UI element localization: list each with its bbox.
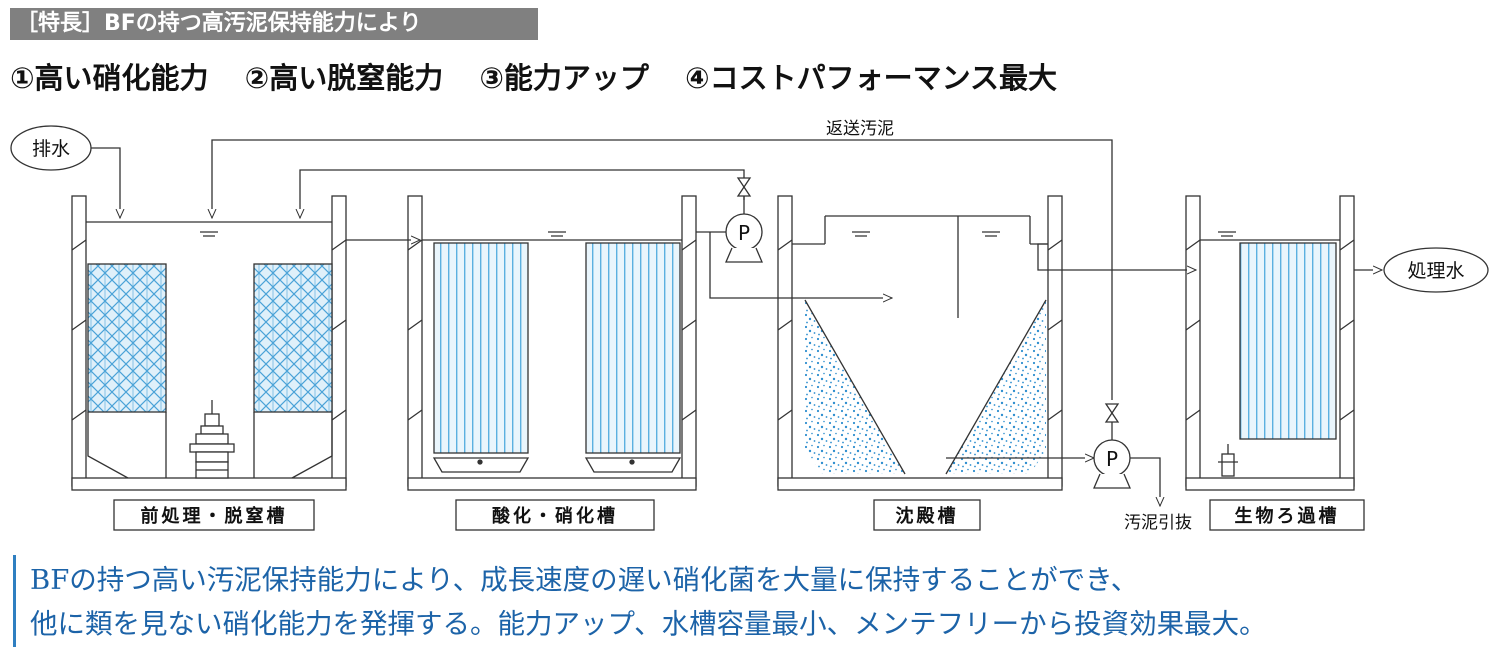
tank-label-box	[455, 499, 655, 531]
outlet-bubble	[1383, 247, 1489, 293]
diffuser	[432, 457, 530, 473]
pump-icon	[1093, 403, 1131, 489]
clear-water-pipe	[1037, 243, 1196, 270]
tank-label: 沈殿槽	[896, 505, 959, 527]
oxidation-tank	[407, 195, 697, 491]
pretreatment-tank	[71, 195, 347, 491]
tank-label: 酸化・硝化槽	[492, 505, 618, 527]
tank-label-box	[873, 499, 981, 531]
recirculation-pipe	[300, 169, 745, 218]
settling-tank	[777, 195, 1063, 491]
inlet-pipe	[90, 147, 120, 218]
tank-label: 前処理・脱窒槽	[141, 505, 288, 527]
inlet-label: 排水	[32, 138, 70, 160]
description: BFの持つ高い汚泥保持能力により、成長速度の遅い硝化菌を大量に保持することができ…	[30, 558, 1490, 646]
diffuser	[584, 457, 682, 473]
sludge-withdrawal-label: 汚泥引抜	[1124, 513, 1192, 533]
feature-list: ①高い硝化能力 ②高い脱窒能力 ③能力アップ ④コストパフォーマンス最大	[10, 58, 1083, 98]
feature-item: ④コストパフォーマンス最大	[685, 61, 1057, 95]
bf-media-block	[585, 242, 681, 454]
sludge-withdrawal-pipe	[1130, 457, 1160, 506]
feature-item: ①高い硝化能力	[10, 61, 209, 95]
pump-symbol: P	[1106, 447, 1118, 471]
biofilter-tank	[1185, 195, 1355, 491]
description-line: BFの持つ高い汚泥保持能力により、成長速度の遅い硝化菌を大量に保持することができ…	[30, 564, 1139, 596]
outlet-label: 処理水	[1407, 260, 1464, 282]
tank-label-box	[1209, 499, 1365, 531]
description-accent-bar	[13, 555, 16, 647]
bf-media-block	[253, 263, 333, 413]
tank-label: 生物ろ過槽	[1235, 505, 1340, 527]
feature-item: ②高い脱窒能力	[244, 61, 444, 95]
pump-symbol: P	[738, 221, 750, 245]
mixer-icon	[189, 400, 235, 479]
tank-label-box	[113, 499, 315, 531]
transfer-pipe	[709, 232, 892, 298]
return-sludge-label: 返送汚泥	[826, 119, 894, 139]
inlet-bubble	[10, 125, 92, 171]
description-line: 他に類を見ない硝化能力を発揮する。能力アップ、水槽容量最小、メンテフリーから投資…	[30, 608, 1267, 640]
bf-media-block	[433, 242, 529, 454]
pump-icon	[725, 177, 763, 263]
bf-media-block	[1239, 242, 1337, 440]
bf-media-block	[87, 263, 167, 413]
feature-badge: ［特長］BFの持つ高汚泥保持能力により	[10, 8, 538, 40]
feature-item: ③能力アップ	[479, 61, 649, 95]
